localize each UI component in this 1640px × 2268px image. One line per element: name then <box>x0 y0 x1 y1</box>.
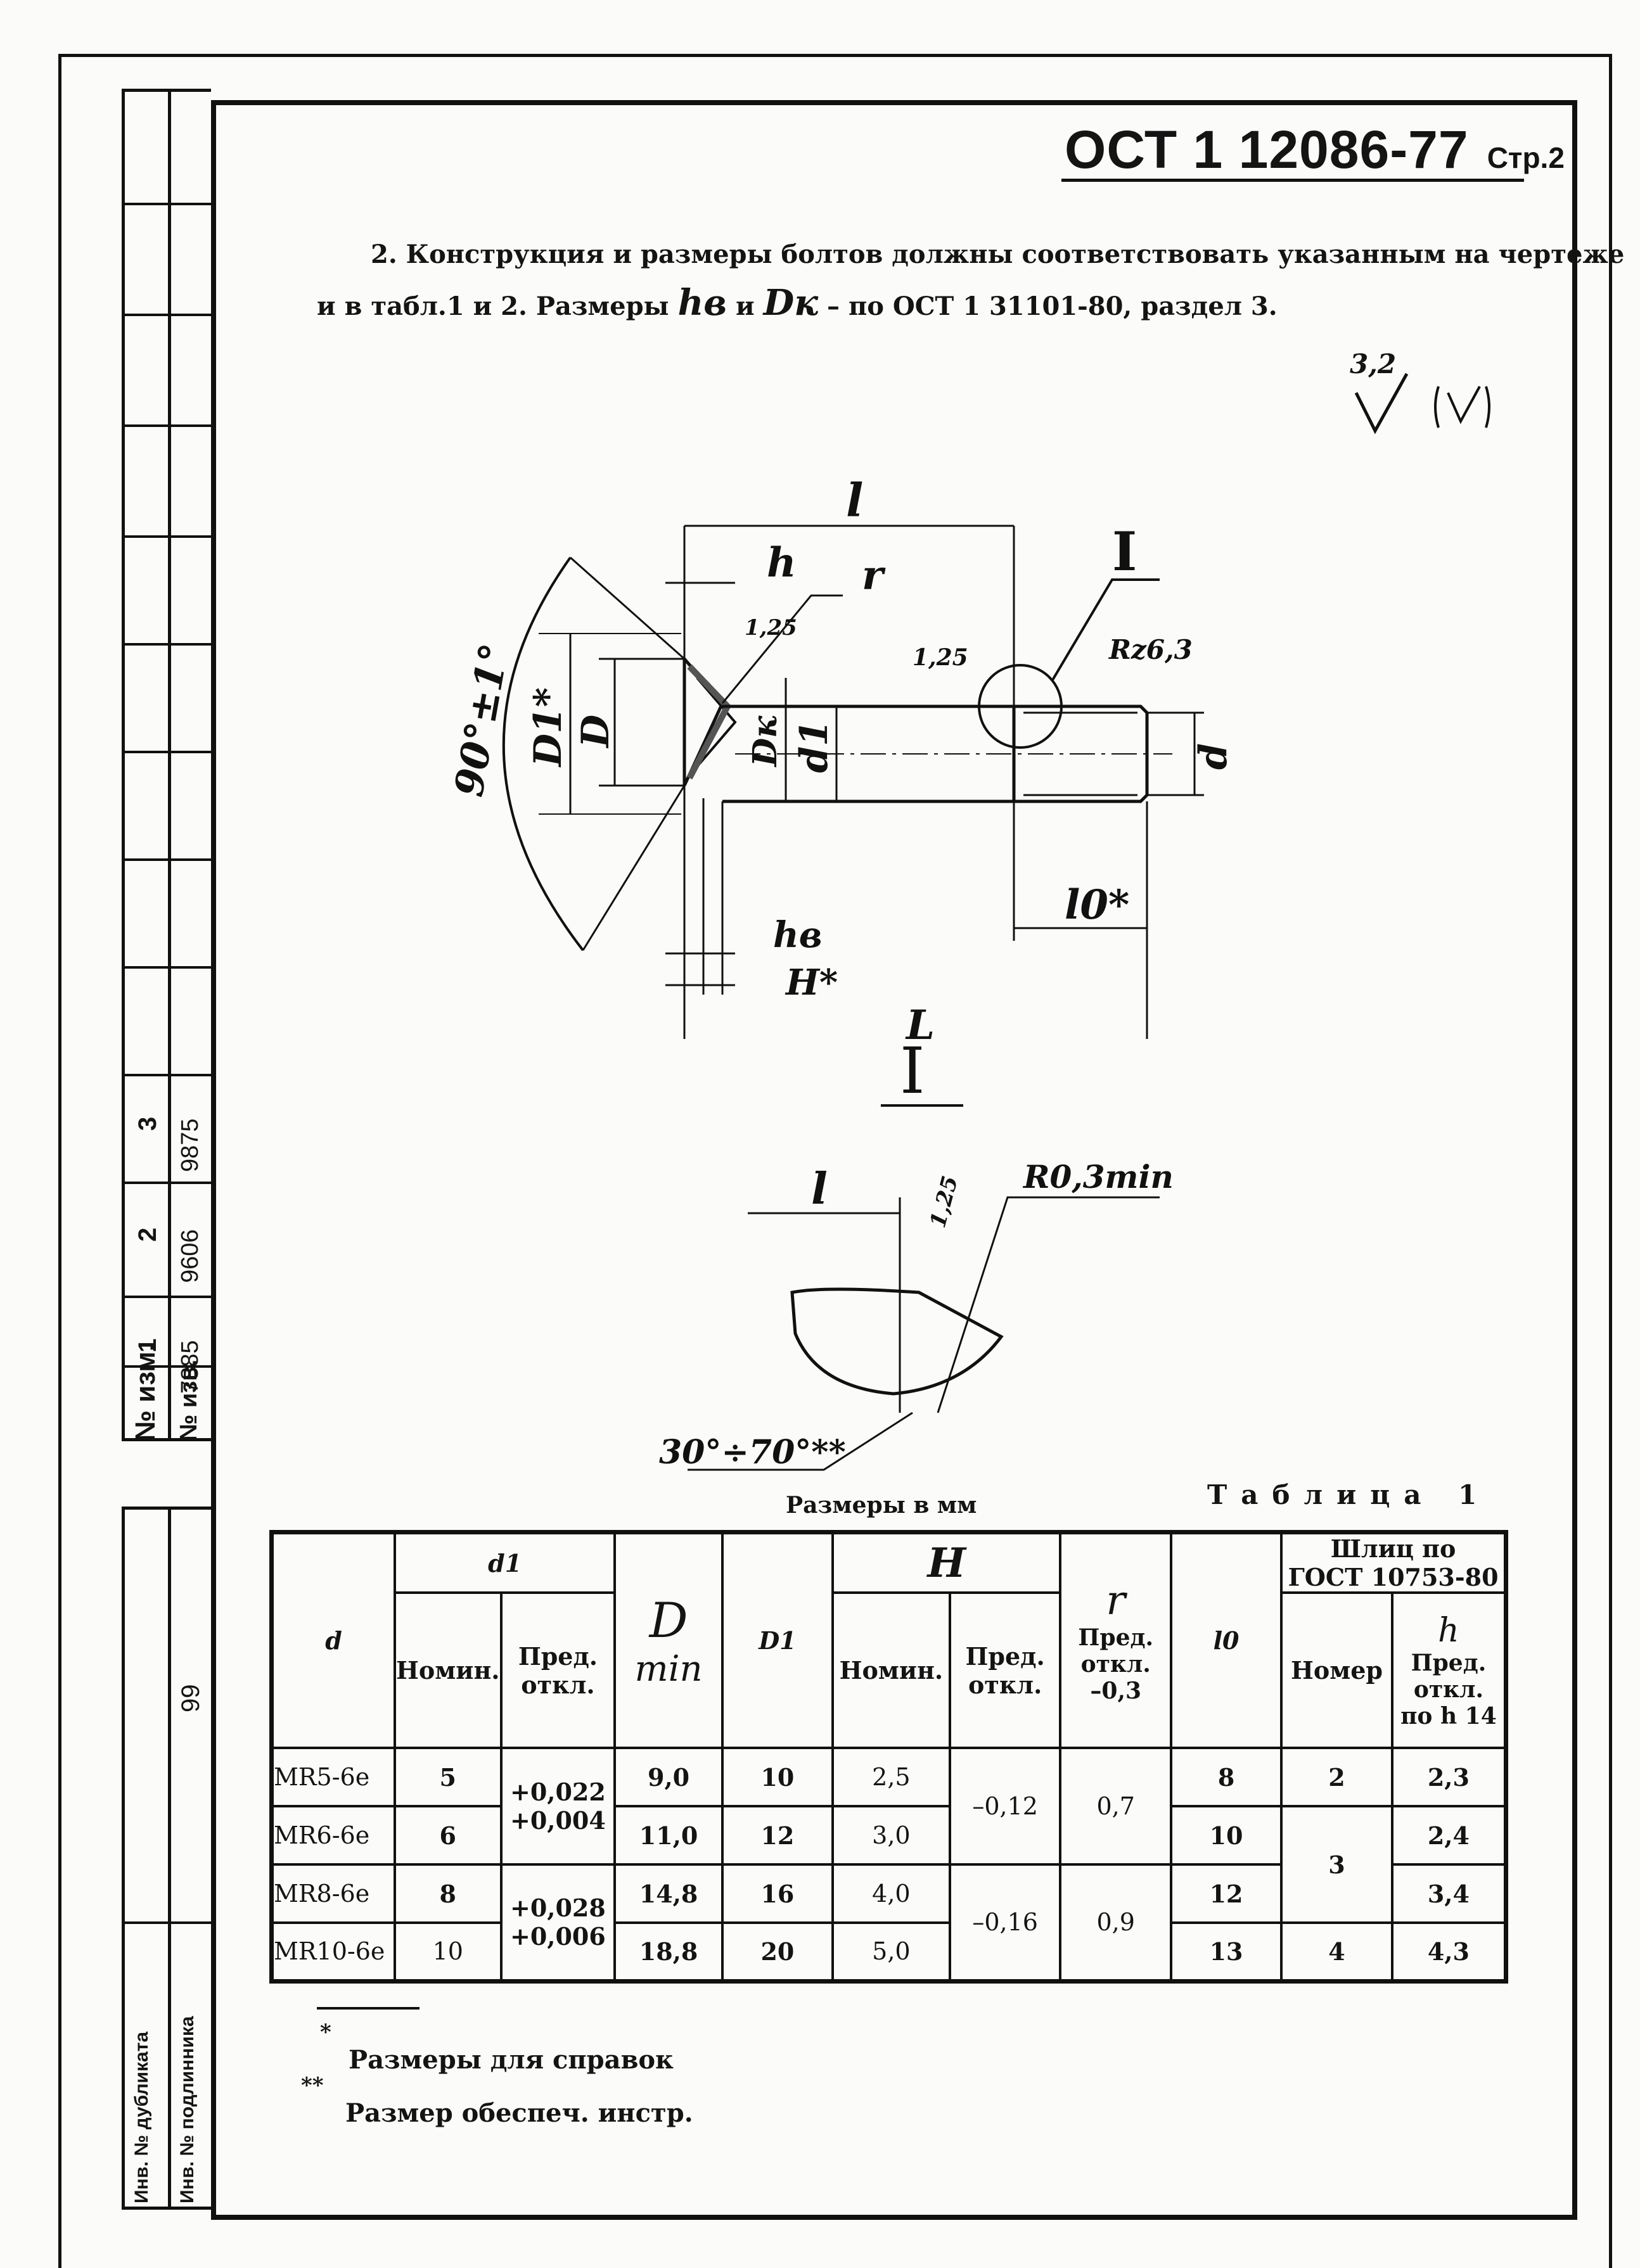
detail-radius: R0,3min <box>1022 1158 1174 1195</box>
strip-divider <box>168 92 171 1438</box>
hdr-H: H <box>831 1531 1062 1594</box>
hdr-d1-tol: Пред. откл. <box>499 1591 617 1749</box>
label-rough-1: 1,25 <box>745 615 797 640</box>
table-row: MR6-6e 6 11,0 12 3,0 10 3 2,4 <box>270 1805 1508 1924</box>
nomer-1: 2 <box>1280 1747 1393 1807</box>
table-row: MR8-6e 8 +0,028 +0,006 14,8 16 4,0 –0,16… <box>270 1863 1508 1982</box>
izm-3: 3 <box>134 1116 162 1131</box>
detail-view: I l 1,25 R0,3min 30°÷70°** <box>659 1034 1174 1472</box>
detail-l: l <box>811 1164 828 1214</box>
d1-tol-b: +0,028 +0,006 <box>499 1863 617 1982</box>
footnote-star-2: ** <box>301 2073 324 2098</box>
label-h: h <box>767 539 797 587</box>
hdr-nomer: Номер <box>1280 1591 1393 1749</box>
H-tol-a: –0,12 <box>948 1747 1062 1866</box>
header: ОСТ 1 12086-77 Стр.2 <box>1065 119 1565 181</box>
inner-frame <box>211 100 1577 2220</box>
hdr-D: D min <box>613 1531 724 1749</box>
label-l: l <box>846 473 863 527</box>
podl-label: Инв. № подлинника <box>177 2016 198 2203</box>
hdr-d: d <box>270 1531 397 1749</box>
izm-label: № изм. <box>130 1344 161 1441</box>
izm-1: 1 <box>134 1338 162 1353</box>
footnote-1: Размеры для справок <box>349 2045 674 2075</box>
hdr-H-nomin: Номин. <box>831 1591 951 1749</box>
izm-2: 2 <box>134 1227 162 1242</box>
label-r: r <box>862 552 886 599</box>
hdr-d1: d1 <box>394 1531 617 1594</box>
footnote-rule <box>317 2007 420 2010</box>
detail-rough: 1,25 <box>925 1173 963 1230</box>
lower-number: 99 <box>177 1684 205 1713</box>
label-D: D <box>573 715 618 749</box>
roughness-mark: 3,2 <box>1343 348 1508 446</box>
hdr-h: h Пред. откл. по h 14 <box>1390 1591 1508 1749</box>
detail-angle: 30°÷70°** <box>659 1433 846 1472</box>
table-row: MR5-6e 5 +0,022 +0,004 9,0 10 2,5 –0,12 … <box>270 1747 1508 1866</box>
table-title: Таблица 1 <box>1207 1479 1491 1510</box>
label-hb: hв <box>773 914 823 956</box>
footnote-star-1: * <box>320 2020 331 2045</box>
table-row: MR10-6e 10 18,8 20 5,0 13 4 4,3 <box>270 1921 1508 1982</box>
detail-title: I <box>900 1034 925 1108</box>
izv-3: 9875 <box>177 1118 203 1172</box>
hdr-d1-nomin: Номин. <box>394 1591 503 1749</box>
label-l0: l0* <box>1065 881 1129 929</box>
header-underline <box>1061 179 1524 182</box>
H-tol-b: –0,16 <box>948 1863 1062 1982</box>
dupl-label: Инв. № дубликата <box>131 2031 152 2203</box>
label-D1: D1* <box>526 687 570 768</box>
hdr-H-tol: Пред. откл. <box>948 1591 1062 1749</box>
hdr-l0: l0 <box>1170 1531 1283 1749</box>
hdr-D1: D1 <box>721 1531 834 1749</box>
paragraph-line-1: 2. Конструкция и размеры болтов должны с… <box>371 239 1625 269</box>
outer-frame <box>58 54 1612 2268</box>
label-d1: d1 <box>792 720 836 773</box>
roughness-icon <box>1354 373 1490 435</box>
page-number: Стр.2 <box>1487 141 1565 174</box>
label-Dk: Dк <box>746 715 785 768</box>
roughness-value: 3,2 <box>1350 348 1397 379</box>
standard-code: ОСТ 1 12086-77 <box>1065 120 1469 179</box>
footnote-2: Размер обеспеч. инстр. <box>345 2098 693 2128</box>
label-section-mark: I <box>1112 520 1137 583</box>
izv-2: 9606 <box>177 1229 203 1283</box>
dimensions-table: d d1 D min D1 H r Пред. откл. –0,3 l0 Шл… <box>269 1530 1508 1984</box>
label-H: H* <box>785 962 838 1003</box>
izv-1: 7885 <box>177 1340 203 1394</box>
label-L: L <box>905 1002 935 1039</box>
table-units: Размеры в мм <box>786 1492 977 1519</box>
hdr-r: r Пред. откл. –0,3 <box>1059 1531 1173 1749</box>
label-angle: 90°±1° <box>445 640 518 800</box>
revision-strip: № изм. № изв. 1 2 3 7885 9606 9875 <box>122 89 211 1441</box>
d1-tol-a: +0,022 +0,004 <box>499 1747 617 1866</box>
r-b: 0,9 <box>1059 1863 1173 1982</box>
label-d: d <box>1191 743 1236 770</box>
label-rz: Rz6,3 <box>1108 634 1193 665</box>
inventory-strip: 99 Инв. № дубликата Инв. № подлинника <box>122 1507 211 2210</box>
nomer-3: 4 <box>1280 1921 1393 1982</box>
bolt-drawing: l h r 1,25 1,25 Rz6,3 I 90°±1° D1* D Dк … <box>445 473 1236 1039</box>
r-a: 0,7 <box>1059 1747 1173 1866</box>
paragraph-line-2: и в табл.1 и 2. Размеры hв и Dк – по ОСТ… <box>317 282 1278 324</box>
hdr-slot: Шлиц по ГОСТ 10753-80 <box>1280 1531 1508 1594</box>
label-rough-2: 1,25 <box>913 644 968 671</box>
nomer-2: 3 <box>1280 1805 1393 1924</box>
